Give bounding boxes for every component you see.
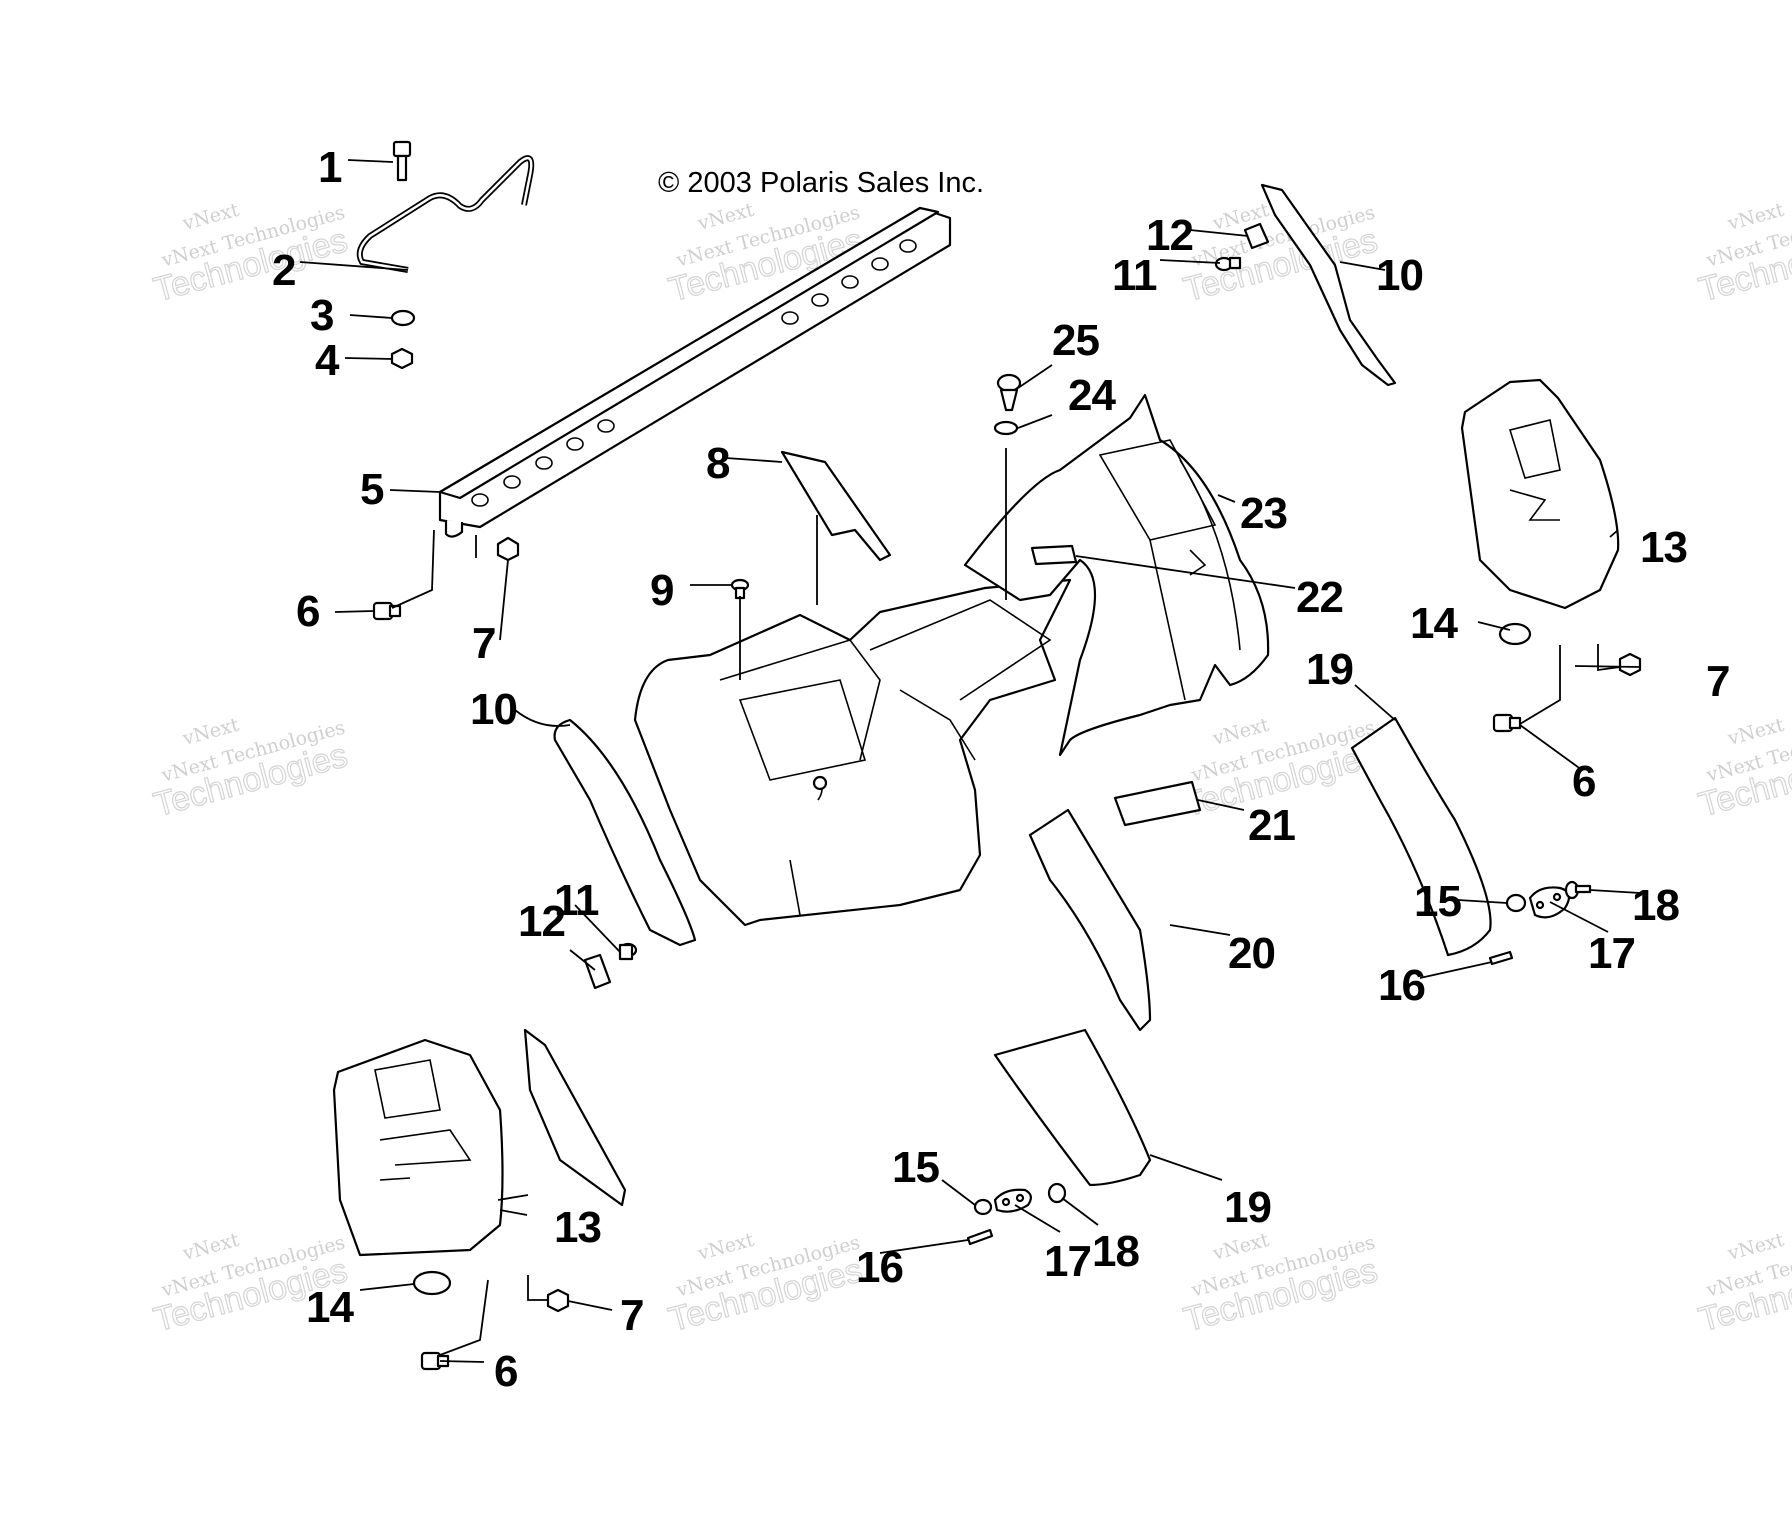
callout-6: 6 [296, 587, 319, 636]
callout-7-lower: 7 [620, 1291, 643, 1340]
watermark-vnext: vNext [1210, 714, 1272, 750]
part-washer-24 [993, 420, 1019, 436]
part-decal-22 [1030, 544, 1078, 566]
part-screw-16a [1488, 950, 1514, 966]
part-guard-19a [1350, 716, 1492, 957]
part-bracket-17b [993, 1188, 1032, 1213]
part-flap-10b [1260, 183, 1397, 387]
callout-7: 7 [472, 619, 495, 668]
callout-10-upper: 10 [1376, 251, 1423, 300]
callout-22: 22 [1296, 573, 1343, 622]
part-bolt-6a [372, 601, 402, 621]
watermark-vnext: vNext [1725, 714, 1787, 750]
watermark-vnext: vNext [180, 199, 242, 235]
callout-15: 15 [1414, 877, 1461, 926]
part-screw-9 [730, 578, 750, 600]
part-flap-near-13b [523, 1028, 627, 1207]
watermark-vnext: vNext [1725, 199, 1787, 235]
part-nut-15b [973, 1198, 993, 1216]
part-rivet-18b [1047, 1182, 1067, 1204]
callout-12-upper: 12 [1146, 211, 1193, 260]
callout-9: 9 [650, 566, 673, 615]
callout-18: 18 [1632, 881, 1679, 930]
part-rack-bar-5 [438, 206, 952, 538]
callout-20: 20 [1228, 929, 1275, 978]
part-rear-fender-23 [963, 393, 1270, 757]
callout-23: 23 [1240, 489, 1287, 538]
watermark-vnext: vNext [180, 714, 242, 750]
callout-18-lower: 18 [1092, 1227, 1139, 1276]
part-nut-7c [546, 1288, 570, 1313]
callout-2: 2 [272, 246, 295, 295]
part-front-fender [633, 578, 1072, 927]
part-rod-2-inner [358, 156, 533, 272]
part-clip-12a [583, 953, 612, 990]
part-trim-8 [780, 450, 892, 562]
callout-8: 8 [706, 439, 730, 488]
callout-14: 14 [1410, 599, 1458, 648]
callout-1: 1 [318, 143, 342, 192]
callout-16: 16 [1378, 961, 1425, 1010]
part-nut-15a [1505, 893, 1527, 913]
part-guard-19b [993, 1028, 1152, 1187]
callout-7-right: 7 [1706, 657, 1729, 706]
part-nut-4 [390, 347, 414, 370]
callout-15-lower: 15 [892, 1143, 939, 1192]
watermark-vnext: vNext [1210, 1229, 1272, 1265]
leader-lines [299, 159, 1641, 1363]
callout-24: 24 [1068, 371, 1116, 420]
part-washer-3 [390, 309, 416, 327]
callout-14-lower: 14 [306, 1283, 354, 1332]
part-bolt-6b [1492, 713, 1522, 733]
callout-16-lower: 16 [856, 1243, 903, 1292]
callout-10: 10 [470, 685, 517, 734]
copyright-text: © 2003 Polaris Sales Inc. [658, 167, 984, 199]
part-decal-21 [1113, 780, 1202, 827]
callout-13-lower: 13 [554, 1203, 601, 1252]
callout-19: 19 [1306, 645, 1353, 694]
callout-6-lower: 6 [494, 1347, 517, 1396]
watermark-vnext: vNext [180, 1229, 242, 1265]
part-screw-16b [966, 1228, 994, 1246]
part-fastener-11b [1214, 256, 1242, 272]
part-side-panel-13b [332, 1038, 504, 1257]
callout-12: 12 [518, 897, 565, 946]
watermark-vnext: vNext [695, 199, 757, 235]
part-nut-7b [1618, 652, 1642, 677]
part-clip-12b [1243, 222, 1270, 250]
part-plug-14b [412, 1270, 452, 1296]
callout-3: 3 [310, 291, 333, 340]
callout-11: 11 [554, 876, 599, 925]
callout-4: 4 [315, 336, 340, 385]
callout-17: 17 [1588, 929, 1635, 978]
callout-17-lower: 17 [1044, 1237, 1091, 1286]
part-bolt-1 [392, 140, 412, 182]
callout-11-upper: 11 [1112, 251, 1157, 300]
part-side-panel-13a [1460, 378, 1620, 610]
part-flare-20 [1028, 808, 1152, 1032]
callout-13: 13 [1640, 523, 1687, 572]
part-bracket-17a [1528, 886, 1571, 919]
callout-6-right: 6 [1572, 757, 1595, 806]
part-fastener-11a [618, 942, 638, 961]
watermark-vnext: vNext [695, 1229, 757, 1265]
callout-5: 5 [360, 465, 384, 514]
part-plug-14a [1498, 622, 1532, 646]
callout-25: 25 [1052, 316, 1099, 365]
part-rivet-18a [1564, 880, 1592, 900]
part-flap-10a [553, 718, 697, 947]
callout-labels: 1 2 3 4 5 6 7 8 9 10 12 11 12 11 10 25 2… [272, 143, 1730, 1396]
callout-21: 21 [1248, 801, 1295, 850]
callout-19-lower: 19 [1224, 1183, 1271, 1232]
part-nut-7a [496, 536, 520, 562]
part-rivet-25 [996, 373, 1022, 412]
watermark-vnext: vNext [1725, 1229, 1787, 1265]
